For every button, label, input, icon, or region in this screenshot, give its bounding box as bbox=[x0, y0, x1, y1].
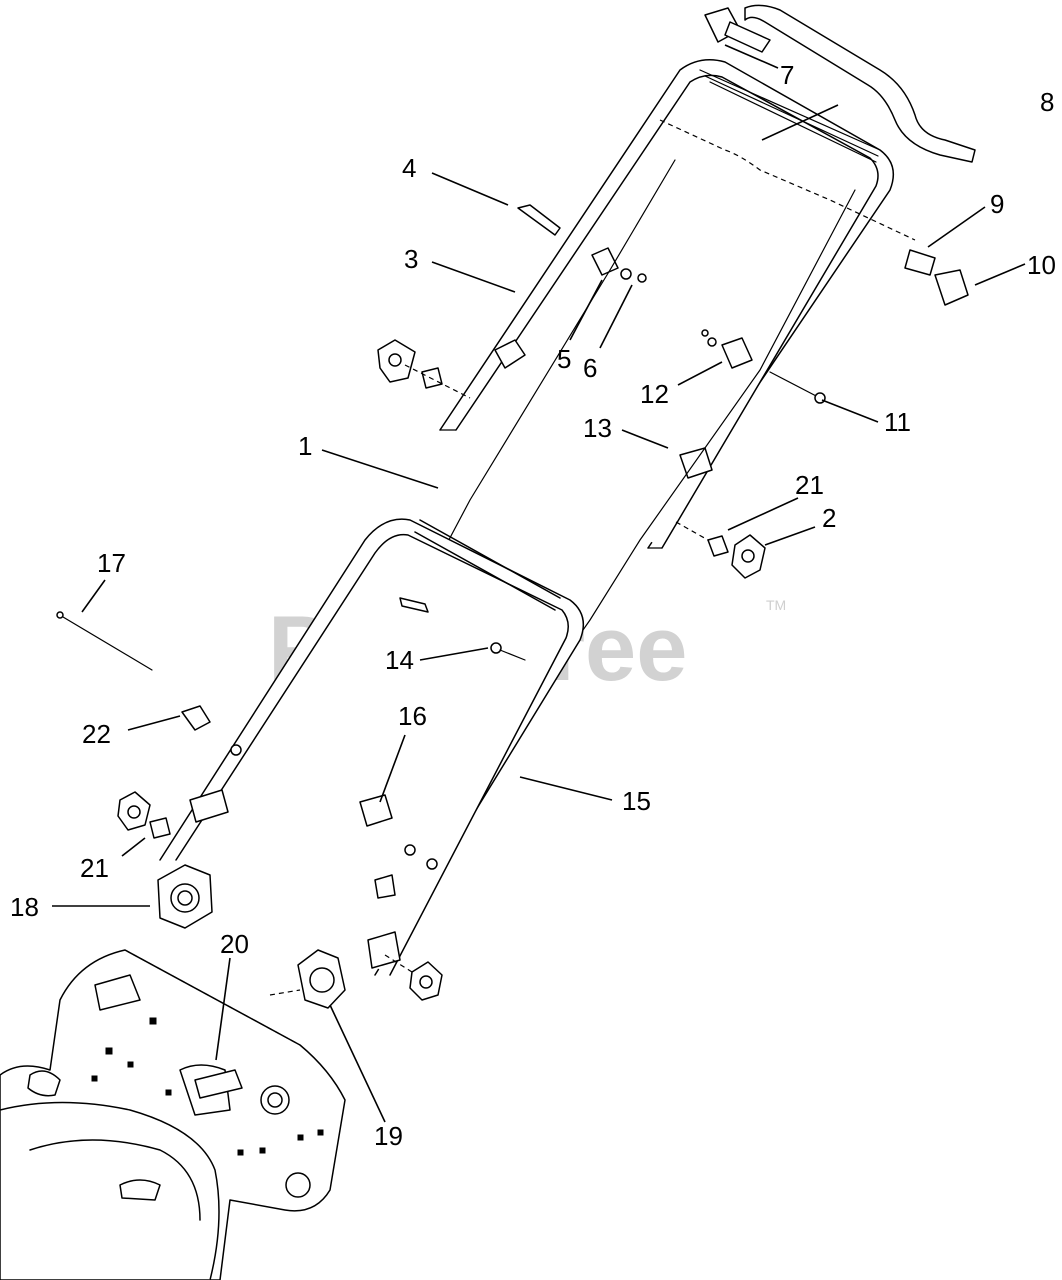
cable-upper bbox=[659, 119, 969, 306]
callout-7: 7 bbox=[780, 60, 794, 90]
lower-left-knob bbox=[117, 791, 171, 839]
part-7-throttle bbox=[704, 7, 771, 53]
callout-20: 20 bbox=[220, 929, 249, 959]
callout-1: 1 bbox=[298, 431, 312, 461]
upper-handle bbox=[439, 59, 895, 549]
callout-6: 6 bbox=[583, 353, 597, 383]
callout-18: 18 bbox=[10, 892, 39, 922]
part-17-rod-end bbox=[56, 611, 64, 619]
part-14-bolt bbox=[399, 597, 526, 661]
leader-lines bbox=[52, 44, 1026, 1123]
callout-5: 5 bbox=[557, 344, 571, 374]
part-17-rod bbox=[57, 613, 153, 671]
lower-handle bbox=[159, 518, 585, 976]
callout-21-upper: 21 bbox=[795, 470, 824, 500]
lower-right-knob bbox=[384, 954, 443, 1001]
part-19-pivot bbox=[297, 949, 346, 1009]
upper-left-knob bbox=[377, 339, 471, 399]
mower-deck bbox=[0, 949, 346, 1280]
callout-9: 9 bbox=[990, 189, 1004, 219]
part-11-bolt bbox=[769, 371, 826, 404]
callout-13: 13 bbox=[583, 413, 612, 443]
callout-2: 2 bbox=[822, 503, 836, 533]
callout-10: 10 bbox=[1027, 250, 1056, 280]
callout-22: 22 bbox=[82, 719, 111, 749]
callout-8: 8 bbox=[1040, 87, 1054, 117]
callout-12: 12 bbox=[640, 379, 669, 409]
callout-21-lower: 21 bbox=[80, 853, 109, 883]
part-16-clip bbox=[359, 794, 438, 899]
part-22-clip bbox=[181, 705, 242, 756]
part-4-bolt bbox=[517, 204, 561, 236]
part-12-bracket bbox=[701, 329, 753, 369]
callout-4: 4 bbox=[402, 153, 416, 183]
part-18-pivot bbox=[157, 864, 213, 929]
callout-labels: 1 2 3 4 5 6 7 8 9 10 11 12 13 14 15 16 1… bbox=[10, 60, 1056, 1151]
callout-17: 17 bbox=[97, 548, 126, 578]
callout-3: 3 bbox=[404, 244, 418, 274]
control-bail bbox=[744, 4, 976, 163]
callout-15: 15 bbox=[622, 786, 651, 816]
callout-11: 11 bbox=[884, 407, 911, 437]
watermark-trademark: TM bbox=[766, 597, 786, 613]
callout-16: 16 bbox=[398, 701, 427, 731]
right-upper-knob bbox=[675, 521, 766, 579]
callout-19: 19 bbox=[374, 1121, 403, 1151]
callout-14: 14 bbox=[385, 645, 414, 675]
